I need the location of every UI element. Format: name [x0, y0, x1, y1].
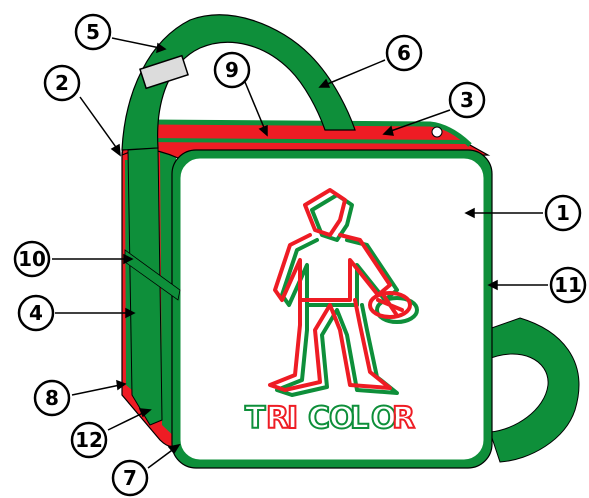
brand-letter: R — [266, 401, 289, 436]
side-strap — [128, 148, 162, 425]
callout-1-label: 1 — [556, 201, 570, 225]
callout-1: 1 — [546, 196, 580, 230]
callout-5-label: 5 — [86, 20, 100, 44]
callout-10: 10 — [15, 242, 49, 276]
brand-letter: C — [308, 401, 330, 436]
callout-2-label: 2 — [55, 71, 69, 95]
shoulder-strap-lower — [486, 318, 579, 462]
callout-11-label: 11 — [554, 273, 582, 297]
callout-3: 3 — [450, 83, 484, 117]
brand-letter: T — [245, 401, 266, 436]
callout-4: 4 — [19, 296, 53, 330]
brand-letter: L — [350, 401, 369, 436]
callout-9-label: 9 — [225, 58, 239, 82]
callout-6: 6 — [387, 36, 421, 70]
callout-7-label: 7 — [123, 466, 137, 490]
callout-7: 7 — [113, 461, 147, 495]
brand-letter: I — [287, 401, 298, 436]
callout-12: 12 — [72, 423, 106, 457]
brand-letter: R — [392, 401, 415, 436]
callout-11: 11 — [551, 268, 585, 302]
callout-4-label: 4 — [29, 301, 43, 325]
callout-6-label: 6 — [397, 41, 411, 65]
callout-9: 9 — [215, 53, 249, 87]
callout-8-label: 8 — [45, 386, 59, 410]
callout-2: 2 — [45, 66, 79, 100]
callout-10-label: 10 — [18, 247, 46, 271]
top-edge-piping — [140, 140, 465, 142]
callout-3-label: 3 — [460, 88, 474, 112]
callout-12-label: 12 — [75, 428, 103, 452]
callout-5: 5 — [76, 15, 110, 49]
zipper-pull-icon — [432, 127, 442, 137]
callout-8: 8 — [35, 381, 69, 415]
